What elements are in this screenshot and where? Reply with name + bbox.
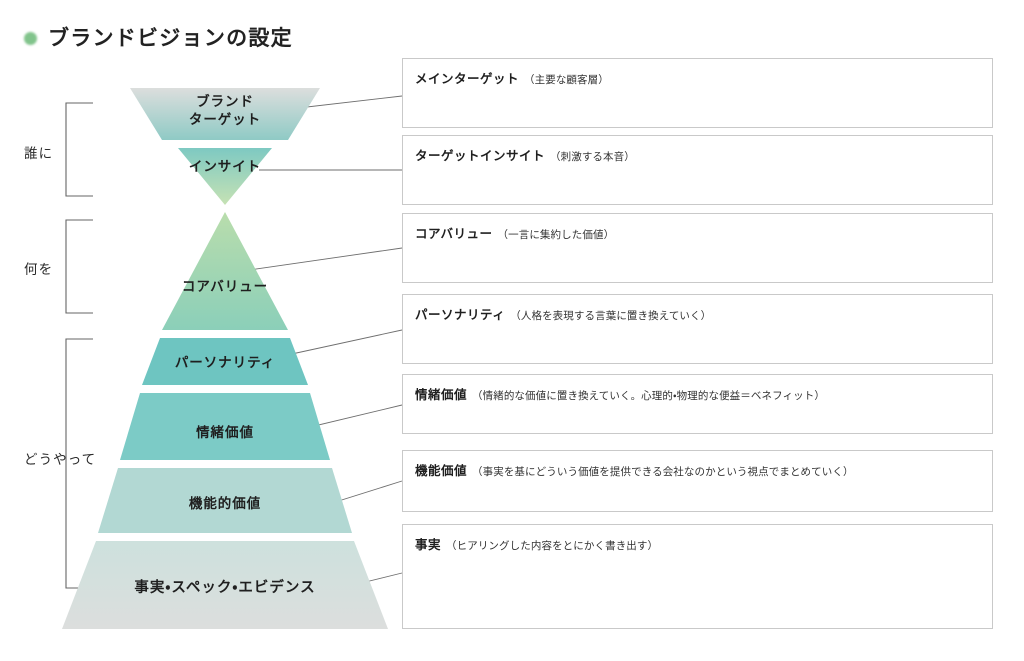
note-sub-functional-value: （事実を基にどういう価値を提供できる会社なのかという視点でまとめていく） bbox=[472, 466, 854, 478]
note-title-core-value: コアバリュー bbox=[415, 227, 493, 241]
shape-functional-value[interactable] bbox=[98, 468, 352, 533]
note-box-functional-value[interactable]: 機能価値 （事実を基にどういう価値を提供できる会社なのかという視点でまとめていく） bbox=[402, 450, 993, 512]
note-title-functional-value: 機能価値 bbox=[415, 464, 468, 478]
note-sub-emotional-value: （情緒的な価値に置き換えていく。心理的・物理的な便益＝ベネフィット） bbox=[472, 390, 825, 402]
note-sub-target-insight: （刺激する本音） bbox=[550, 151, 635, 163]
pyramid-shapes bbox=[62, 88, 388, 629]
note-box-facts[interactable]: 事実 （ヒアリングした内容をとにかく書き出す） bbox=[402, 524, 993, 629]
shape-personality[interactable] bbox=[142, 338, 308, 385]
bracket-label-how: どうやって bbox=[24, 452, 97, 467]
note-box-target-insight[interactable]: ターゲットインサイト （刺激する本音） bbox=[402, 135, 993, 205]
page-title: ブランドビジョンの設定 bbox=[48, 27, 293, 50]
note-sub-main-target: （主要な顧客層） bbox=[524, 74, 609, 86]
bracket-who bbox=[65, 102, 93, 197]
note-title-emotional-value: 情緒価値 bbox=[415, 388, 468, 402]
connector-core-value bbox=[248, 247, 403, 271]
shape-emotion-value[interactable] bbox=[120, 393, 330, 460]
note-title-facts: 事実 bbox=[415, 538, 442, 552]
bracket-label-what: 何を bbox=[24, 262, 54, 277]
note-title-target-insight: ターゲットインサイト bbox=[415, 149, 546, 163]
shape-brand-target[interactable] bbox=[130, 88, 320, 140]
note-content-personality: パーソナリティ （人格を表現する言葉に置き換えていく） bbox=[403, 295, 992, 324]
connector-personality bbox=[277, 329, 403, 358]
note-sub-personality: （人格を表現する言葉に置き換えていく） bbox=[510, 310, 712, 322]
note-content-facts: 事実 （ヒアリングした内容をとにかく書き出す） bbox=[403, 525, 992, 554]
note-content-main-target: メインターゲット （主要な顧客層） bbox=[403, 59, 992, 88]
note-content-target-insight: ターゲットインサイト （刺激する本音） bbox=[403, 136, 992, 165]
note-title-personality: パーソナリティ bbox=[415, 308, 506, 322]
shape-facts[interactable] bbox=[62, 541, 388, 629]
shape-core-value[interactable] bbox=[162, 212, 288, 330]
note-content-functional-value: 機能価値 （事実を基にどういう価値を提供できる会社なのかという視点でまとめていく） bbox=[403, 451, 992, 480]
note-box-personality[interactable]: パーソナリティ （人格を表現する言葉に置き換えていく） bbox=[402, 294, 993, 364]
note-title-main-target: メインターゲット bbox=[415, 72, 520, 86]
note-box-core-value[interactable]: コアバリュー （一言に集約した価値） bbox=[402, 213, 993, 283]
shape-insight[interactable] bbox=[178, 148, 272, 205]
title-bullet-icon bbox=[24, 32, 37, 45]
note-content-core-value: コアバリュー （一言に集約した価値） bbox=[403, 214, 992, 243]
note-box-main-target[interactable]: メインターゲット （主要な顧客層） bbox=[402, 58, 993, 128]
note-box-emotional-value[interactable]: 情緒価値 （情緒的な価値に置き換えていく。心理的・物理的な便益＝ベネフィット） bbox=[402, 374, 993, 434]
note-sub-facts: （ヒアリングした内容をとにかく書き出す） bbox=[446, 540, 659, 552]
note-sub-core-value: （一言に集約した価値） bbox=[497, 229, 615, 241]
category-brackets bbox=[65, 102, 93, 589]
bracket-label-who: 誰に bbox=[24, 146, 54, 161]
bracket-what bbox=[65, 219, 93, 314]
note-content-emotional-value: 情緒価値 （情緒的な価値に置き換えていく。心理的・物理的な便益＝ベネフィット） bbox=[403, 375, 992, 404]
